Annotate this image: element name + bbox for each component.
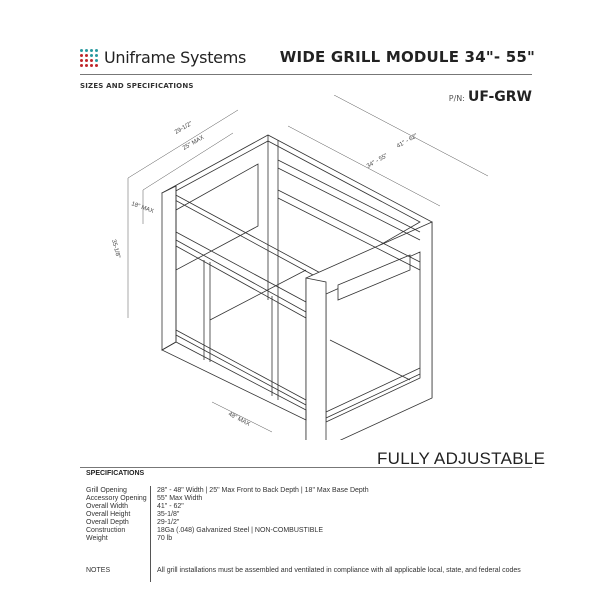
logo-dot xyxy=(90,63,93,67)
logo-dot xyxy=(85,58,88,62)
base-max-label: 18" MAX xyxy=(130,201,154,215)
logo-dot xyxy=(85,63,88,67)
spec-label: Grill Opening xyxy=(86,487,127,494)
logo-dot xyxy=(80,58,83,62)
spec-label: Overall Depth xyxy=(86,519,129,526)
logo-dot xyxy=(90,58,93,62)
logo-dot xyxy=(85,53,88,57)
logo-dot xyxy=(95,53,98,57)
spec-label: Weight xyxy=(86,535,108,542)
spec-label: Accessory Opening xyxy=(86,495,147,502)
spec-divider xyxy=(80,467,532,468)
spec-value: 28" - 48" Width | 25" Max Front to Back … xyxy=(157,487,369,494)
spec-values: 28" - 48" Width | 25" Max Front to Back … xyxy=(157,487,369,543)
notes-label: NOTES xyxy=(86,567,111,574)
opening-max-label: 48" MAX xyxy=(227,411,251,427)
fully-adjustable-tagline: FULLY ADJUSTABLE xyxy=(377,449,546,468)
brand-name: Uniframe Systems xyxy=(104,48,247,67)
spec-column-divider xyxy=(150,486,151,582)
depth-overall-label: 29-1/2" xyxy=(174,121,194,136)
spec-value: 55" Max Width xyxy=(157,495,203,502)
part-number-label: P/N: xyxy=(448,94,465,103)
notes-text: All grill installations must be assemble… xyxy=(157,567,521,574)
spec-label: Overall Height xyxy=(86,511,131,518)
spec-labels: Grill Opening Accessory Opening Overall … xyxy=(86,487,147,543)
spec-value: 41" - 62" xyxy=(157,503,184,510)
grill-module-isometric-diagram: 29-1/2" 25" MAX 18" MAX 35-1/8" 34" - 55… xyxy=(110,95,489,440)
logo-dot xyxy=(90,53,93,57)
part-number: P/N:UF-GRW xyxy=(449,86,532,105)
header-divider xyxy=(80,74,532,75)
page-title: WIDE GRILL MODULE 34"- 55" xyxy=(279,48,535,66)
logo-dot xyxy=(80,48,83,52)
overall-width-label: 41" - 62" xyxy=(396,133,419,150)
logo-dot xyxy=(90,48,93,52)
spec-value: 18Ga (.048) Galvanized Steel | NON-COMBU… xyxy=(157,527,323,534)
dot-grid-logo-icon xyxy=(80,48,98,67)
spec-value: 29-1/2" xyxy=(157,519,180,526)
logo-dot xyxy=(95,58,98,62)
part-number-value: UF-GRW xyxy=(467,89,532,105)
brand-logo: Uniframe Systems xyxy=(80,48,246,67)
grill-width-label: 34" - 55" xyxy=(366,153,389,170)
logo-dot xyxy=(80,53,83,57)
spec-label: Overall Width xyxy=(86,503,129,510)
specifications-heading: SPECIFICATIONS xyxy=(86,470,145,477)
logo-dot xyxy=(95,63,98,67)
logo-dot xyxy=(95,48,98,52)
spec-label: Construction xyxy=(86,527,126,534)
height-label: 35-1/8" xyxy=(110,239,121,259)
section-label: SIZES AND SPECIFICATIONS xyxy=(80,82,194,90)
spec-value: 35-1/8" xyxy=(157,511,180,518)
logo-dot xyxy=(85,48,88,52)
logo-dot xyxy=(80,63,83,67)
spec-value: 70 lb xyxy=(157,535,173,542)
